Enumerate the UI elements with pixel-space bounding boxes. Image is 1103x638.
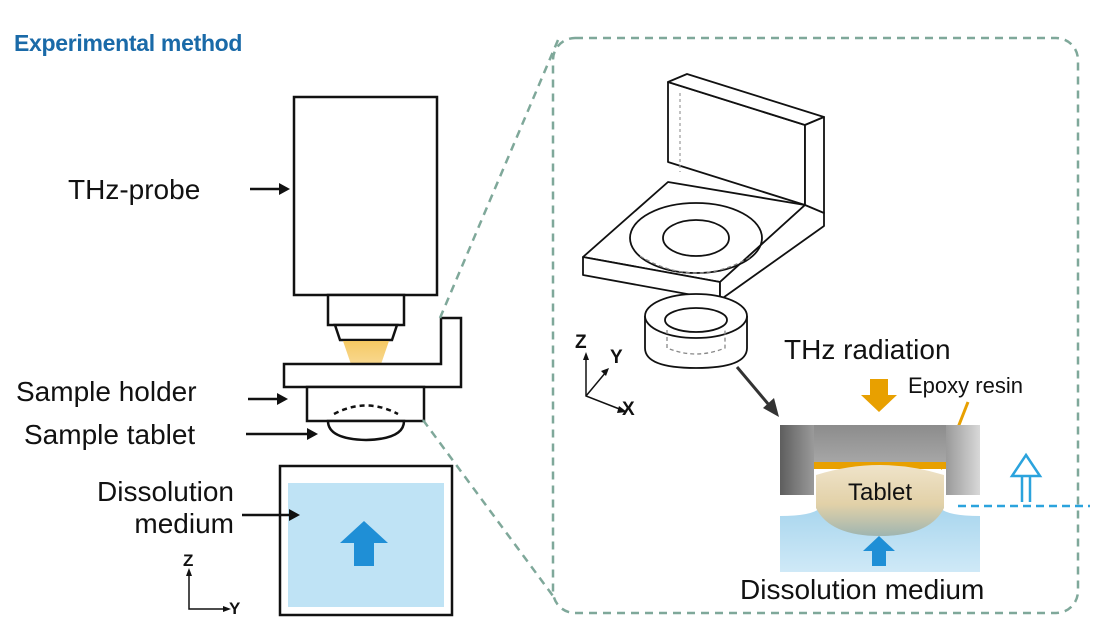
- thz-probe-body: [292, 95, 439, 297]
- dissolution-label-line1: Dissolution: [97, 476, 234, 507]
- iso-sample-holder: [582, 73, 825, 301]
- right-axis-x-label: X: [622, 399, 635, 420]
- zoom-arrow-line: [735, 366, 771, 406]
- left-axis-y-arrow-icon: [223, 606, 231, 612]
- cross-section-tablet: [816, 465, 944, 536]
- probe-tip: [333, 323, 399, 342]
- tablet-pointer-arrowhead-icon: [307, 428, 318, 440]
- medium-up-arrow-icon: [863, 536, 895, 566]
- zoom-connector-top: [438, 39, 560, 319]
- holder-lower-block: [305, 385, 426, 423]
- cross-section-holder: [780, 425, 980, 495]
- cross-section-tablet-label: Tablet: [848, 479, 912, 506]
- sample-tablet-label: Sample tablet: [24, 419, 195, 450]
- water-rise-arrow-shaft: [1020, 474, 1032, 502]
- page-title: Experimental method: [14, 30, 243, 56]
- zoom-panel-border: [551, 36, 1080, 615]
- sample-holder-label: Sample holder: [16, 376, 197, 407]
- holder-pointer-arrowhead-icon: [277, 393, 288, 405]
- dissolution-label-line2: medium: [134, 508, 234, 539]
- iso-ring-adapter: [644, 293, 748, 369]
- cross-section-holder-right: [946, 425, 980, 495]
- left-axis-z-arrow-icon: [186, 568, 192, 576]
- right-axis-y-label: Y: [610, 347, 623, 368]
- holder-hole: [662, 219, 730, 257]
- right-axis-y-line: [585, 371, 607, 397]
- right-axis-x-arrow-icon: [617, 406, 627, 413]
- left-axis-z-label: Z: [183, 551, 193, 570]
- epoxy-resin-label: Epoxy resin: [908, 373, 1023, 398]
- sample-tablet-shape: [326, 419, 406, 442]
- holder-hidden-line: [639, 255, 753, 274]
- right-axis-z-label: Z: [575, 332, 587, 353]
- cross-section-holder-left: [780, 425, 814, 495]
- thz-probe-label: THz-probe: [68, 174, 200, 205]
- thz-down-arrow-icon: [861, 379, 897, 412]
- flow-up-arrow-icon: [340, 521, 388, 566]
- medium-pointer-arrowhead-icon: [289, 509, 300, 521]
- right-axis-z-arrow-icon: [583, 352, 589, 360]
- zoom-arrow-head-icon: [763, 398, 779, 417]
- right-axis-y-arrow-icon: [601, 368, 609, 376]
- left-axes-lines: [188, 573, 226, 610]
- left-axis-y-label: Y: [229, 599, 241, 618]
- water-rise-arrow-icon: [1009, 452, 1043, 478]
- sample-holder-shape: [282, 316, 463, 389]
- cross-section-medium-label: Dissolution medium: [740, 574, 984, 605]
- probe-pointer-arrowhead-icon: [279, 183, 290, 195]
- zoom-connector-bottom: [421, 419, 558, 601]
- probe-lens-housing: [326, 293, 406, 327]
- thz-radiation-label: THz radiation: [784, 334, 951, 365]
